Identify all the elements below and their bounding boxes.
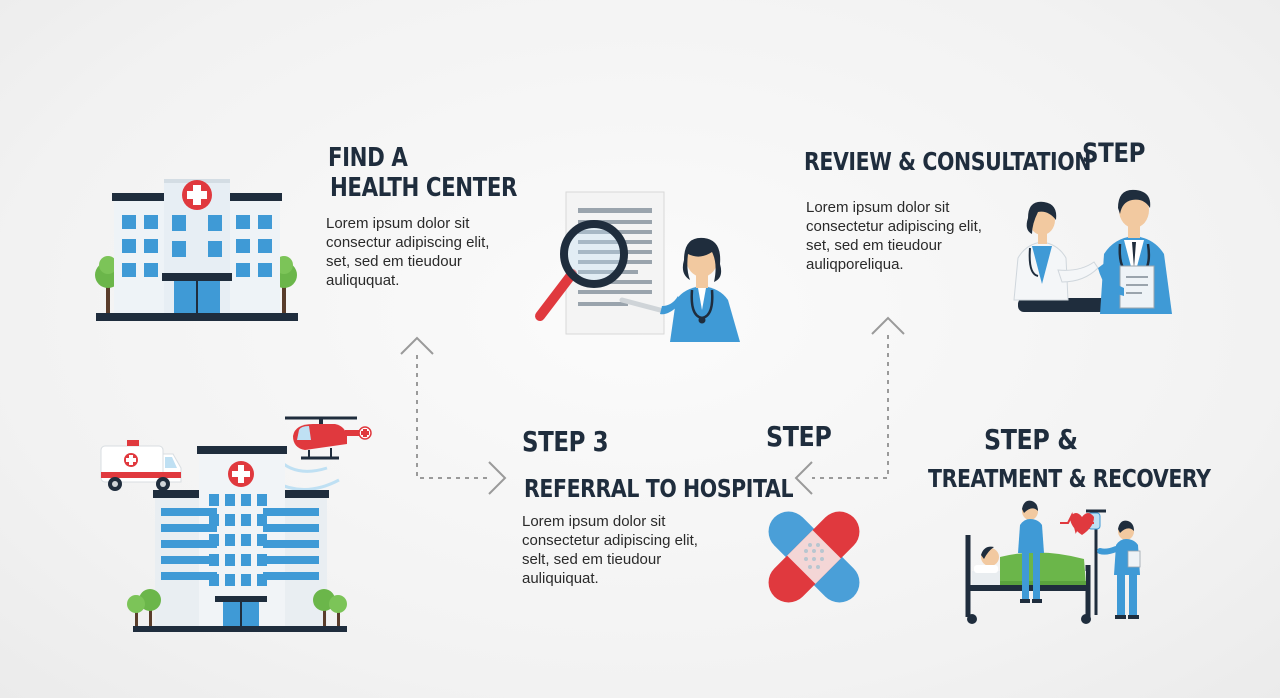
referral-body-line: auliquiquat. [522,570,599,587]
find-title-line1: FIND A [328,143,408,173]
review-body-line: set, sed em tieudour [806,237,942,254]
find-body-line: Lorem ipsum dolor sit [326,215,470,232]
ambulance-icon [100,440,182,491]
hospital-complex-icon [100,416,372,632]
review-body: Lorem ipsum dolor sit consectetur adipis… [806,198,982,274]
find-body-line: consectur adipiscing elit, [326,234,490,251]
treatment-title: TREATMENT & RECOVERY [928,464,1211,493]
review-body-line: consectetur adipiscing elit, [806,218,982,235]
find-body-line: auliququat. [326,272,400,289]
referral-title: REFERRAL TO HOSPITAL [524,474,794,503]
referral-body-line: Lorem ipsum dolor sit [522,513,666,530]
doctor-consultation-icon [1013,189,1172,314]
find-title-line2: HEALTH CENTER [330,173,518,203]
review-body-line: auliqporeliqua. [806,256,904,273]
doctor-presenting-icon [619,237,740,342]
referral-step-label: STEP 3 [522,425,609,458]
treatment-step-label: STEP & [984,423,1078,456]
left-arrow-icon [794,461,813,495]
bandage-icon [768,511,860,603]
hospital-building-icon [95,179,298,321]
document-magnifier-icon [535,191,665,335]
find-body-line: set, sed em tieudour [326,253,462,270]
connector-left [416,355,490,479]
referral-body: Lorem ipsum dolor sit consectetur adipis… [522,512,698,588]
review-body-line: Lorem ipsum dolor sit [806,199,950,216]
up-arrow-icon [871,316,905,335]
up-arrow-icon [400,336,434,355]
referral-body-line: consectetur adipiscing elit, [522,532,698,549]
connector-right [812,335,889,479]
middle-step-label: STEP [766,420,832,453]
right-arrow-icon [488,461,507,495]
helicopter-icon [274,416,372,492]
referral-body-line: selt, sed em tieudour [522,551,662,568]
review-step-label: STEP [1082,138,1145,169]
review-title: REVIEW & CONSULTATION [804,147,1092,176]
patient-bed-icon [965,500,1141,624]
find-body: Lorem ipsum dolor sit consectur adipisci… [326,214,489,290]
